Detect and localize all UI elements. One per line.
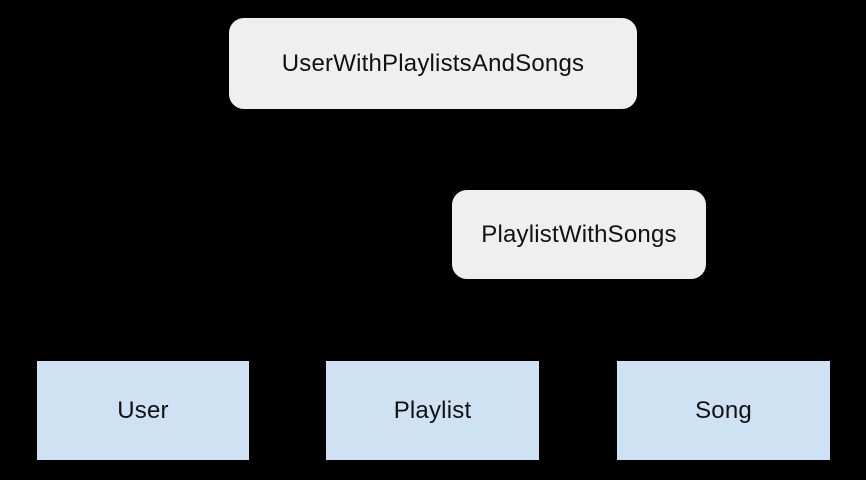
node-label-playlist-with-songs: PlaylistWithSongs xyxy=(481,220,677,248)
node-label-user-with-playlists-and-songs: UserWithPlaylistsAndSongs xyxy=(281,49,585,77)
node-label-song: Song xyxy=(695,396,752,424)
node-user-with-playlists-and-songs: UserWithPlaylistsAndSongs xyxy=(228,17,638,110)
node-song: Song xyxy=(616,360,831,461)
node-user: User xyxy=(36,360,250,461)
node-label-user: User xyxy=(117,396,169,424)
node-label-playlist: Playlist xyxy=(393,396,472,424)
node-playlist-with-songs: PlaylistWithSongs xyxy=(451,189,707,280)
node-playlist: Playlist xyxy=(325,360,540,461)
